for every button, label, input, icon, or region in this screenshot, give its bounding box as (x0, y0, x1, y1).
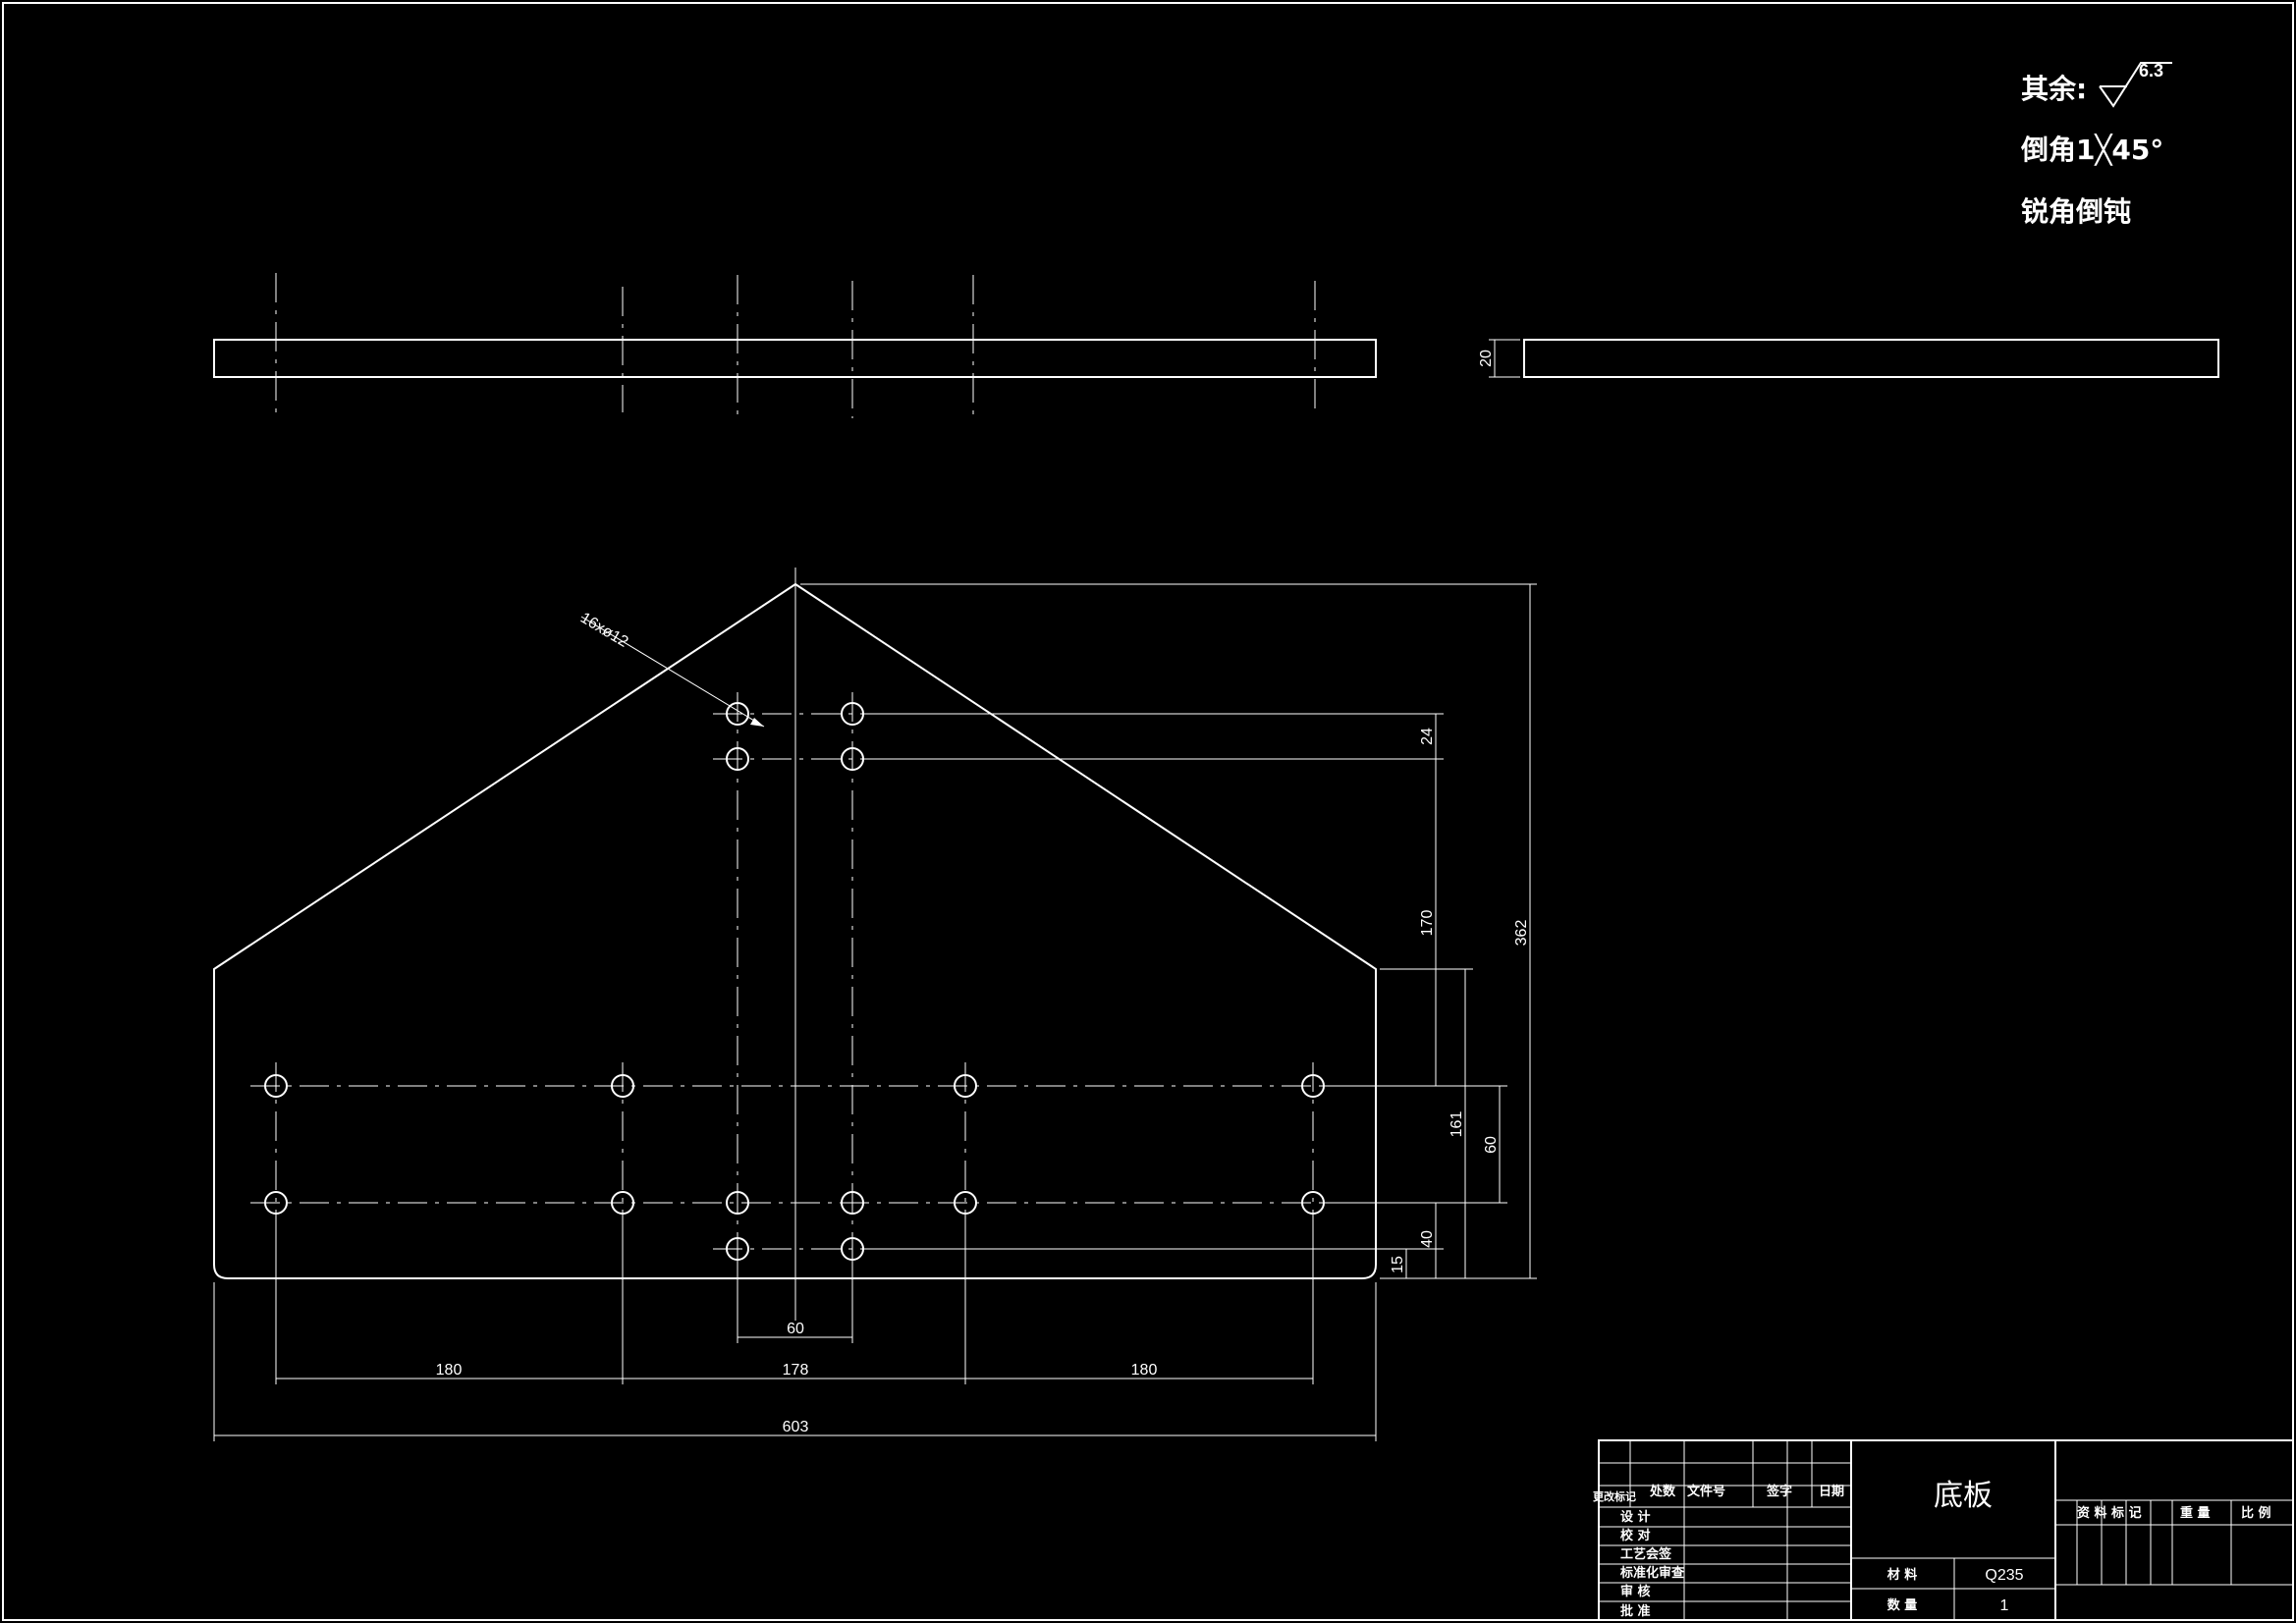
note-blunt: 锐角倒钝 (2021, 195, 2131, 228)
dim-180-right: 180 (1131, 1362, 1158, 1379)
tb-row-standard: 标准化审查 (1619, 1565, 1685, 1581)
side-view-outline (1523, 339, 2219, 378)
top-view (213, 273, 1377, 418)
tb-col-file: 文件号 (1687, 1484, 1725, 1499)
hole (841, 1191, 864, 1215)
tb-col-change: 更改标记 (1593, 1489, 1636, 1503)
hole (264, 1074, 288, 1098)
dim-15: 15 (1390, 1256, 1406, 1273)
tb-hdr-weight: 重 量 (2180, 1505, 2211, 1521)
hole (726, 702, 749, 726)
dim-603: 603 (783, 1419, 809, 1435)
hole (1301, 1191, 1325, 1215)
roughness-symbol-icon (2099, 62, 2172, 108)
dim-hole-callout: 16xø12 (577, 610, 631, 651)
hole (264, 1191, 288, 1215)
note-roughness-value: 6.3 (2139, 61, 2163, 81)
tb-material-value: Q235 (1985, 1567, 2023, 1584)
tb-col-date: 日期 (1819, 1485, 1844, 1499)
dim-180-left: 180 (436, 1362, 463, 1379)
dim-170: 170 (1419, 910, 1436, 937)
tb-part-name: 底板 (1934, 1479, 1993, 1513)
hole (954, 1074, 977, 1098)
tb-row-design: 设 计 (1620, 1509, 1651, 1525)
hole (611, 1191, 634, 1215)
note-chamfer: 倒角1╳45° (2020, 134, 2163, 166)
dim-178: 178 (783, 1362, 809, 1379)
hole (841, 1237, 864, 1261)
tb-col-sign: 签字 (1766, 1484, 1792, 1499)
dim-60-horizontal: 60 (787, 1321, 804, 1337)
side-view: 20 (1478, 339, 2219, 378)
tb-material-label: 材 料 (1887, 1567, 1918, 1583)
hole (841, 702, 864, 726)
hole (954, 1191, 977, 1215)
dim-161: 161 (1449, 1111, 1465, 1138)
tb-qty-label: 数 量 (1887, 1597, 1918, 1613)
top-view-outline (213, 339, 1377, 378)
dim-40: 40 (1419, 1230, 1436, 1248)
holes (264, 702, 1325, 1261)
plate-outline (213, 582, 1377, 1279)
tb-qty-value: 1 (2000, 1597, 2009, 1614)
title-block: 更改标记 处数 文件号 签字 日期 设 计 校 对 工艺会签 标准化审查 审 核… (1593, 1439, 2294, 1621)
hole (726, 1237, 749, 1261)
dim-thickness: 20 (1478, 350, 1495, 367)
hole (726, 747, 749, 771)
hole (726, 1191, 749, 1215)
hole (611, 1074, 634, 1098)
tb-col-count: 处数 (1649, 1484, 1676, 1499)
hole (1301, 1074, 1325, 1098)
hole (841, 747, 864, 771)
tb-row-approve: 批 准 (1620, 1603, 1651, 1619)
note-rest-label: 其余: (2021, 73, 2087, 105)
tb-row-check: 校 对 (1620, 1528, 1651, 1543)
tb-row-review: 审 核 (1620, 1584, 1651, 1599)
tb-hdr-mark: 资 料 标 记 (2077, 1505, 2142, 1521)
tb-hdr-scale: 比 例 (2241, 1505, 2271, 1521)
front-view: 16xø12 24 170 40 15 161 60 362 (213, 568, 1537, 1441)
dim-362: 362 (1513, 920, 1530, 947)
dim-24: 24 (1419, 728, 1436, 745)
tb-row-process: 工艺会签 (1620, 1546, 1672, 1562)
dim-60-vertical: 60 (1483, 1136, 1500, 1154)
technical-notes: 其余: 6.3 倒角1╳45° 锐角倒钝 (2020, 61, 2172, 228)
